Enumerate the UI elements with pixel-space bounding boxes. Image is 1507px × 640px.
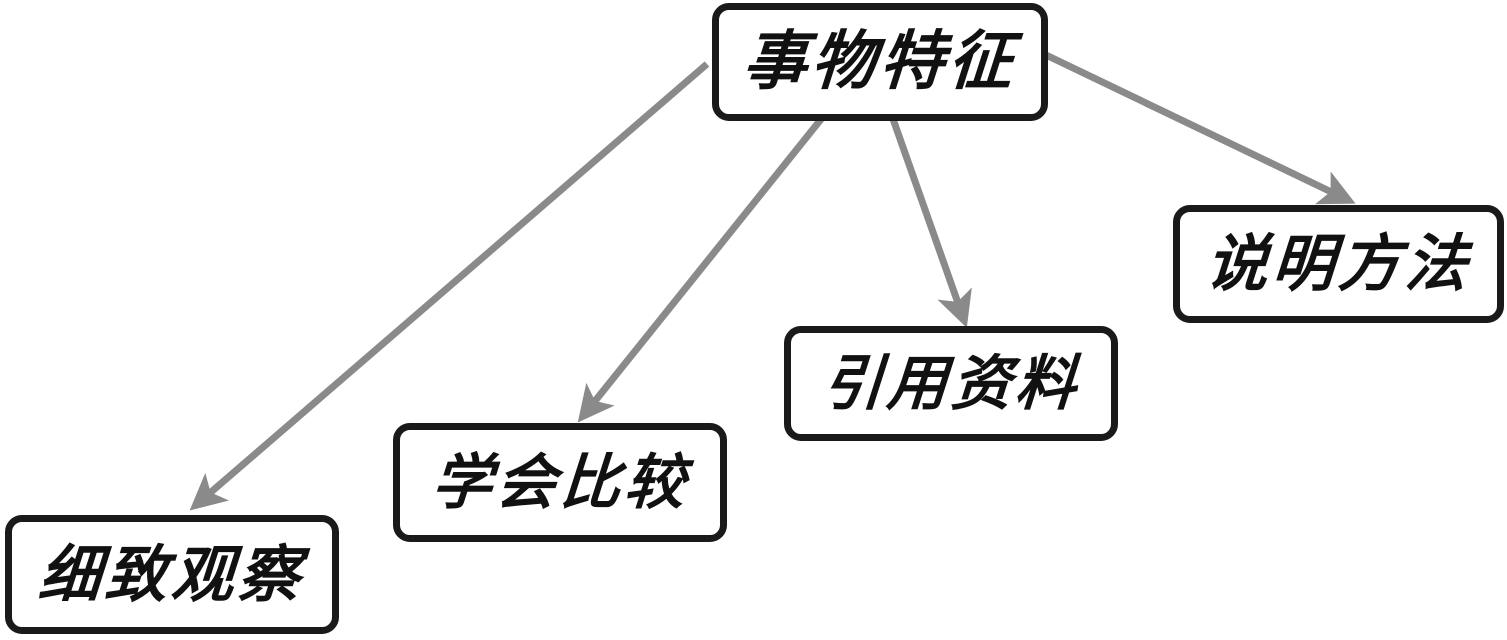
node-root[interactable]: 事物特征 <box>712 3 1048 121</box>
node-method-label: 说明方法 <box>1203 227 1474 300</box>
node-comparison[interactable]: 学会比较 <box>393 423 727 542</box>
edge-root-citation <box>889 117 972 328</box>
node-citation[interactable]: 引用资料 <box>784 326 1118 441</box>
edge-root-method <box>1044 51 1356 205</box>
node-method[interactable]: 说明方法 <box>1173 205 1504 323</box>
node-comparison-label: 学会比较 <box>429 447 691 518</box>
node-observation[interactable]: 细致观察 <box>5 515 339 634</box>
node-citation-label: 引用资料 <box>820 348 1082 419</box>
node-observation-label: 细致观察 <box>36 537 308 611</box>
node-root-label: 事物特征 <box>740 24 1020 99</box>
